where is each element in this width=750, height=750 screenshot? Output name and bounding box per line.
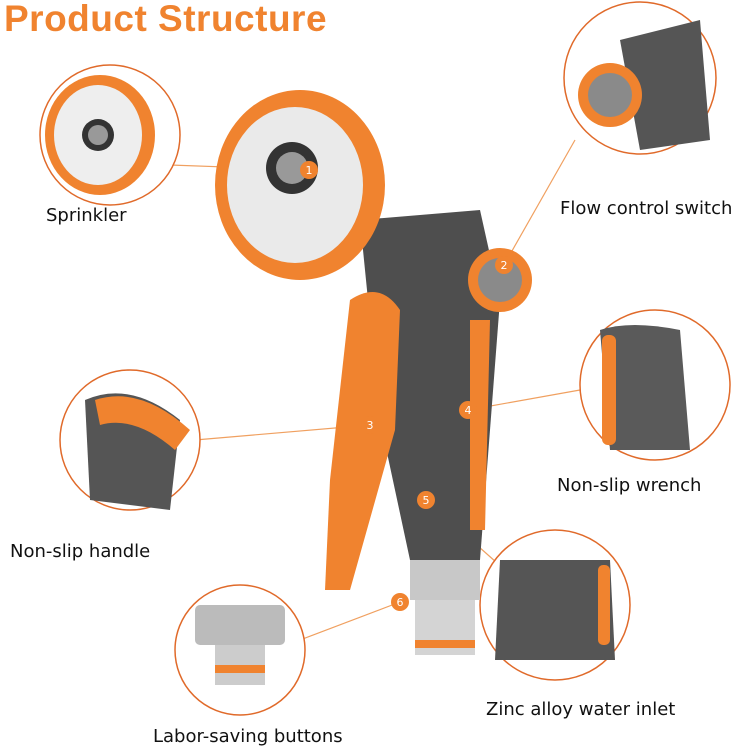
label-non-slip-wrench: Non-slip wrench xyxy=(557,475,702,496)
marker-3: 3 xyxy=(361,416,379,434)
label-sprinkler: Sprinkler xyxy=(46,205,127,226)
detail-circle-sprinkler xyxy=(39,64,181,206)
detail-circle-labor-saving-buttons xyxy=(174,584,306,716)
label-non-slip-handle: Non-slip handle xyxy=(10,541,151,562)
marker-6: 6 xyxy=(391,593,409,611)
svg-text:3: 3 xyxy=(367,419,374,432)
marker-5: 5 xyxy=(417,491,435,509)
svg-text:4: 4 xyxy=(465,404,472,417)
svg-text:5: 5 xyxy=(423,494,430,507)
svg-text:1: 1 xyxy=(306,164,313,177)
number-markers: 1 2 3 4 5 6 xyxy=(300,161,513,611)
detail-circle-non-slip-handle xyxy=(59,369,201,511)
detail-circle-water-inlet xyxy=(479,529,631,681)
label-labor-saving-buttons: Labor-saving buttons xyxy=(153,726,343,747)
marker-2: 2 xyxy=(495,256,513,274)
svg-text:2: 2 xyxy=(501,259,508,272)
detail-circle-non-slip-wrench xyxy=(579,309,731,461)
marker-4: 4 xyxy=(459,401,477,419)
detail-circle-flow-control xyxy=(563,1,717,155)
label-zinc-alloy-water-inlet: Zinc alloy water inlet xyxy=(486,699,676,720)
svg-text:6: 6 xyxy=(397,596,404,609)
marker-1: 1 xyxy=(300,161,318,179)
label-flow-control-switch: Flow control switch xyxy=(560,198,733,219)
page-title: Product Structure xyxy=(4,0,328,39)
spray-gun-illustration xyxy=(215,90,532,655)
